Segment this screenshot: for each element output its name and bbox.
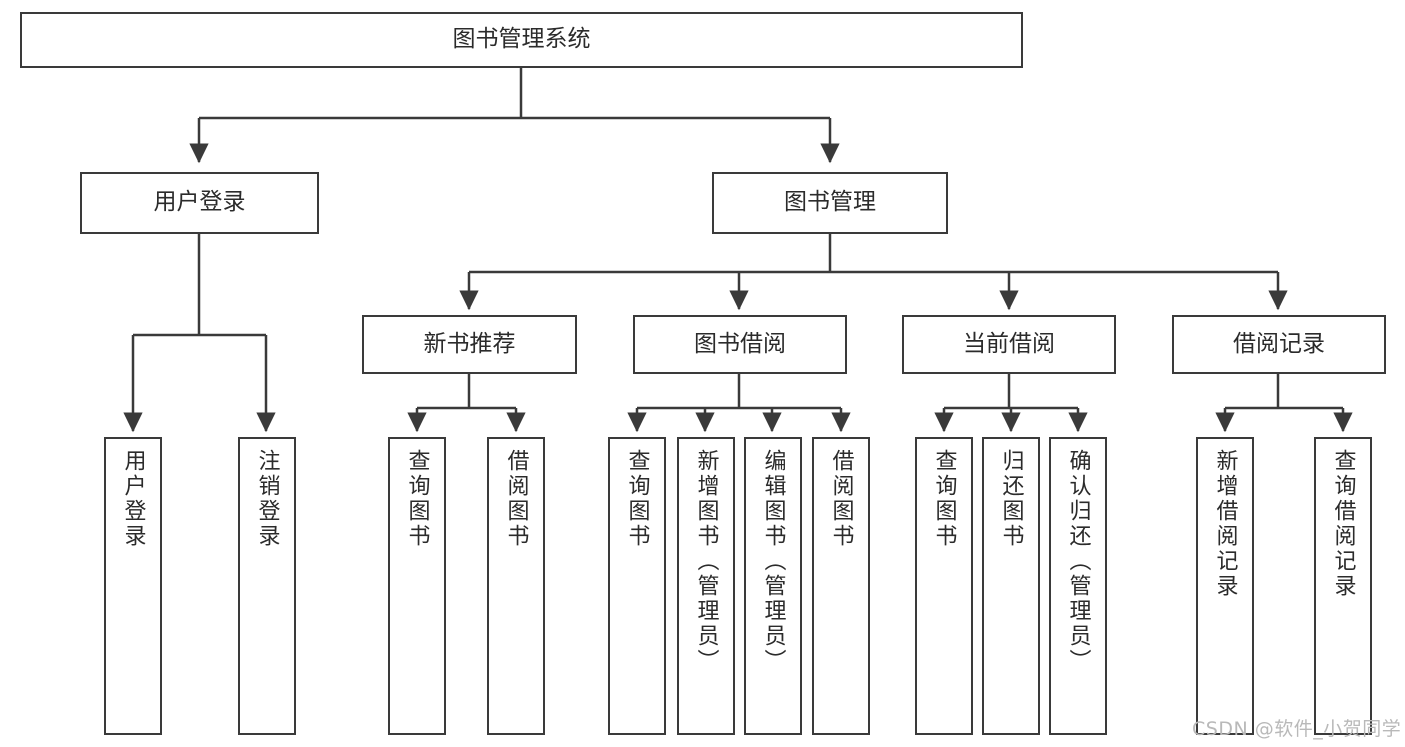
node-leaf-query-book-current-label: 查询图书	[931, 449, 957, 549]
node-leaf-borrow-book[interactable]: 借阅图书	[812, 437, 870, 735]
node-book-manage-label: 图书管理	[784, 189, 876, 216]
node-root[interactable]: 图书管理系统	[20, 12, 1023, 68]
node-leaf-logout[interactable]: 注销登录	[238, 437, 296, 735]
node-leaf-query-book-borrow-label: 查询图书	[624, 449, 650, 549]
node-leaf-query-book-recommend[interactable]: 查询图书	[388, 437, 446, 735]
node-leaf-logout-label: 注销登录	[254, 449, 280, 549]
node-book-manage[interactable]: 图书管理	[712, 172, 948, 234]
node-leaf-add-book-label: 新增图书（管理员）	[693, 449, 719, 674]
node-book-borrow[interactable]: 图书借阅	[633, 315, 847, 374]
node-leaf-user-login[interactable]: 用户登录	[104, 437, 162, 735]
watermark-text: CSDN @软件_小贺同学	[1192, 718, 1402, 740]
node-new-book-recommend-label: 新书推荐	[423, 330, 516, 357]
node-leaf-return-book[interactable]: 归还图书	[982, 437, 1040, 735]
node-leaf-borrow-book-recommend[interactable]: 借阅图书	[487, 437, 545, 735]
node-leaf-confirm-return[interactable]: 确认归还（管理员）	[1049, 437, 1107, 735]
node-borrow-record-label: 借阅记录	[1233, 330, 1325, 357]
node-user-login[interactable]: 用户登录	[80, 172, 319, 234]
node-leaf-query-book-recommend-label: 查询图书	[404, 449, 430, 549]
node-leaf-edit-book-label: 编辑图书（管理员）	[760, 449, 786, 674]
node-leaf-query-borrow-record-label: 查询借阅记录	[1330, 449, 1356, 599]
node-leaf-add-borrow-record[interactable]: 新增借阅记录	[1196, 437, 1254, 735]
node-leaf-borrow-book-label: 借阅图书	[828, 449, 854, 549]
node-borrow-record[interactable]: 借阅记录	[1172, 315, 1386, 374]
node-leaf-return-book-label: 归还图书	[998, 449, 1024, 549]
node-leaf-user-login-label: 用户登录	[120, 449, 146, 549]
node-current-borrow[interactable]: 当前借阅	[902, 315, 1116, 374]
node-leaf-confirm-return-label: 确认归还（管理员）	[1065, 449, 1091, 674]
node-book-borrow-label: 图书借阅	[694, 330, 786, 357]
node-user-login-label: 用户登录	[153, 189, 246, 216]
node-current-borrow-label: 当前借阅	[963, 330, 1055, 357]
node-leaf-edit-book[interactable]: 编辑图书（管理员）	[744, 437, 802, 735]
node-root-label: 图书管理系统	[452, 26, 591, 53]
node-new-book-recommend[interactable]: 新书推荐	[362, 315, 577, 374]
node-leaf-borrow-book-recommend-label: 借阅图书	[503, 449, 529, 549]
node-leaf-add-borrow-record-label: 新增借阅记录	[1212, 449, 1238, 599]
node-leaf-query-borrow-record[interactable]: 查询借阅记录	[1314, 437, 1372, 735]
node-leaf-query-book-borrow[interactable]: 查询图书	[608, 437, 666, 735]
node-leaf-add-book[interactable]: 新增图书（管理员）	[677, 437, 735, 735]
node-leaf-query-book-current[interactable]: 查询图书	[915, 437, 973, 735]
